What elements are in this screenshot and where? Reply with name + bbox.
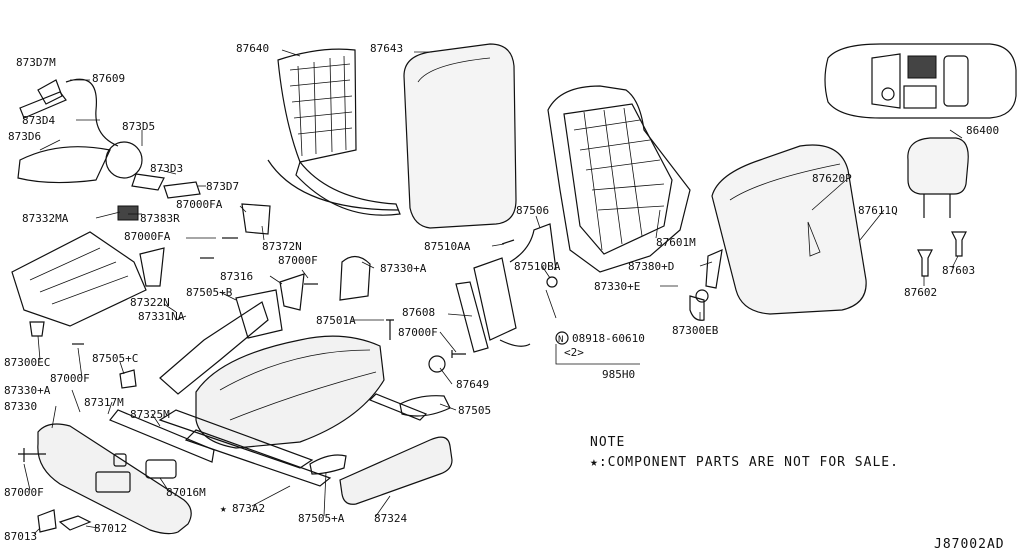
part-labels: 873D7M 87609 873D4 873D5 873D6 873D3 873… — [4, 42, 999, 543]
label-873A2: 873A2 — [232, 502, 265, 515]
label-87325M: 87325M — [130, 408, 170, 421]
label-87505-C: 87505+C — [92, 352, 138, 365]
label-87603: 87603 — [942, 264, 975, 277]
front-finisher-icon — [339, 436, 453, 505]
label-87300EB: 87300EB — [672, 324, 719, 337]
label-87501A: 87501A — [316, 314, 356, 327]
label-87640: 87640 — [236, 42, 269, 55]
note-text: ★:COMPONENT PARTS ARE NOT FOR SALE. — [590, 455, 899, 470]
label-87331NA: 87331NA — [138, 310, 185, 323]
label-87300EC: 87300EC — [4, 356, 50, 369]
seat-back-panel-icon — [267, 48, 401, 216]
label-87000FA-2: 87000FA — [124, 230, 171, 243]
label-87506: 87506 — [516, 204, 549, 217]
label-873D7M: 873D7M — [16, 56, 56, 69]
motor-cable-icon — [17, 78, 201, 221]
seat-back-frame-icon — [547, 85, 691, 273]
label-87505: 87505 — [458, 404, 491, 417]
label-87332MA: 87332MA — [22, 212, 69, 225]
label-87000FA: 87000FA — [176, 198, 223, 211]
recliner-cover-icon — [139, 203, 371, 311]
diagram-code: J87002AD — [934, 537, 1005, 552]
label-873D3: 873D3 — [150, 162, 183, 175]
label-87330-A-2: 87330+A — [4, 384, 51, 397]
label-87383R: 87383R — [140, 212, 180, 225]
label-87602: 87602 — [904, 286, 937, 299]
label-87000F-4: 87000F — [4, 486, 44, 499]
label-985H0: 985H0 — [602, 368, 635, 381]
label-87324: 87324 — [374, 512, 407, 525]
nut-marker-icon: N — [555, 331, 569, 345]
switch-knob-icon — [113, 453, 177, 479]
seat-frame-icon — [158, 289, 428, 487]
fastener-icon — [18, 237, 723, 533]
label-87316: 87316 — [220, 270, 253, 283]
harness-icon — [455, 223, 558, 353]
label-87611Q: 87611Q — [858, 204, 898, 217]
leader-lines — [23, 49, 963, 535]
label-87012: 87012 — [94, 522, 127, 535]
svg-text:N: N — [558, 335, 563, 345]
label-87510BA: 87510BA — [514, 260, 561, 273]
label-87000F-3: 87000F — [398, 326, 438, 339]
label-86400: 86400 — [966, 124, 999, 137]
lumbar-unit-icon — [11, 231, 147, 327]
headrest-guide-icon — [917, 231, 967, 277]
label-87643: 87643 — [370, 42, 403, 55]
label-87505-A: 87505+A — [298, 512, 345, 525]
label-87330-E: 87330+E — [594, 280, 640, 293]
label-87510AA: 87510AA — [424, 240, 471, 253]
label-87609: 87609 — [92, 72, 125, 85]
star-marker-icon: ★ — [220, 502, 227, 515]
label-873D7: 873D7 — [206, 180, 239, 193]
label-87000F-2: 87000F — [50, 372, 90, 385]
note-title: NOTE — [590, 435, 625, 450]
headrest-icon — [907, 137, 969, 218]
label-87016M: 87016M — [166, 486, 206, 499]
label-87380-D: 87380+D — [628, 260, 674, 273]
label-08918-60610: 08918-60610 — [572, 332, 645, 345]
label-87317M: 87317M — [84, 396, 124, 409]
label-873D4: 873D4 — [22, 114, 55, 127]
seat-back-pad-icon — [403, 43, 517, 229]
label-873D6: 873D6 — [8, 130, 41, 143]
car-locator-icon — [824, 43, 1017, 119]
seat-cushion-icon — [195, 335, 385, 449]
label-87649: 87649 — [456, 378, 489, 391]
label-87000F: 87000F — [278, 254, 318, 267]
label-87601M: 87601M — [656, 236, 696, 249]
label-87608: 87608 — [402, 306, 435, 319]
side-finisher-icon — [37, 423, 192, 535]
label-87505-B: 87505+B — [186, 286, 233, 299]
seat-back-trim-icon — [711, 144, 867, 315]
label-87620P: 87620P — [812, 172, 852, 185]
label-87013: 87013 — [4, 530, 37, 543]
label-87322N: 87322N — [130, 296, 170, 309]
label-87372N: 87372N — [262, 240, 302, 253]
label-qty-2: <2> — [564, 346, 584, 359]
label-87330-A: 87330+A — [380, 262, 427, 275]
inner-finisher-icon — [109, 409, 215, 463]
label-87330: 87330 — [4, 400, 37, 413]
label-873D5: 873D5 — [122, 120, 155, 133]
